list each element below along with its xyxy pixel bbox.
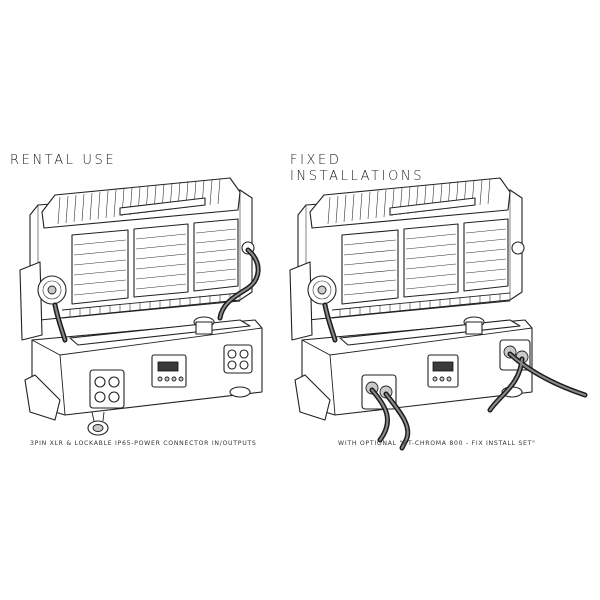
fixed-fixture xyxy=(289,177,588,451)
fixed-installations-heading: FIXED INSTALLATIONS xyxy=(290,153,424,185)
display-screen xyxy=(157,361,179,372)
fan-grills xyxy=(71,218,239,305)
rental-use-heading: RENTAL USE xyxy=(10,153,116,169)
rental-use-caption: 3PIN XLR & LOCKABLE IP65-POWER CONNECTOR… xyxy=(30,440,257,447)
rental-fixture xyxy=(19,177,263,436)
fin-lines xyxy=(57,178,221,225)
xlr-out-icon xyxy=(108,376,120,388)
yoke-arm-left xyxy=(289,261,313,341)
cooling-fins-top xyxy=(41,177,241,229)
install-cables xyxy=(369,351,588,451)
rental-use-heading-line: RENTAL USE xyxy=(10,153,117,168)
fixed-installations-heading-line-1: FIXED xyxy=(290,153,342,168)
fixed-installations-caption: WITH OPTIONAL "BT-CHROMA 800 - FIX INSTA… xyxy=(338,440,536,447)
fixed-installations-heading-line-2: INSTALLATIONS xyxy=(290,169,425,184)
display-screen xyxy=(432,361,454,372)
yoke-arm-left xyxy=(19,261,43,341)
fan-grills xyxy=(341,218,509,305)
cooling-fins-top xyxy=(309,177,511,229)
xlr-in-icon xyxy=(94,376,106,388)
